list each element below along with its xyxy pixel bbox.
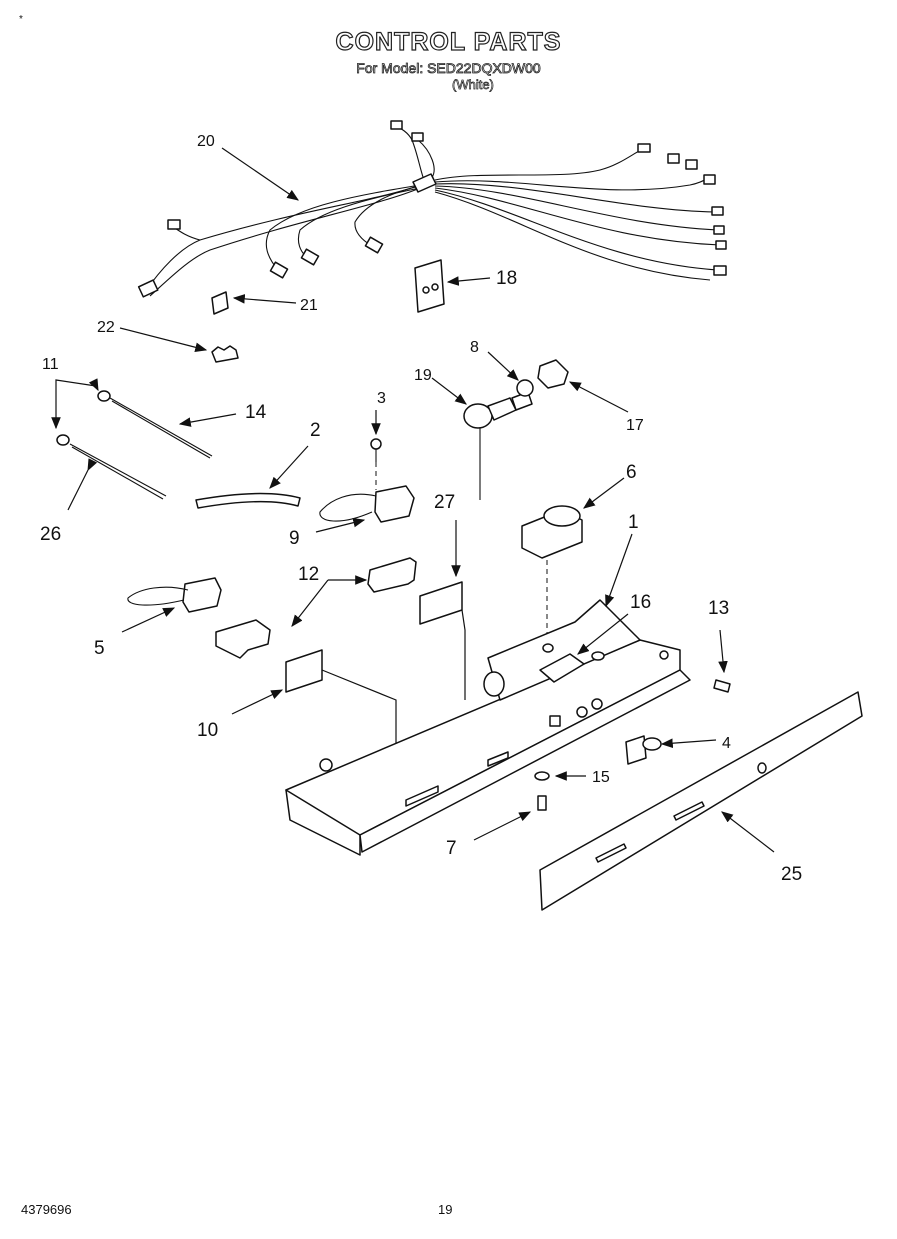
document-number: 4379696 <box>21 1202 72 1217</box>
callout-7: 7 <box>446 838 457 859</box>
callout-12: 12 <box>298 564 319 585</box>
callout-8: 8 <box>470 339 479 356</box>
page-number: 19 <box>438 1202 453 1217</box>
label-27 <box>419 581 463 625</box>
callout-20: 20 <box>197 133 215 150</box>
callout-5: 5 <box>94 638 105 659</box>
door-switch <box>127 577 222 613</box>
callout-25: 25 <box>781 864 802 885</box>
temperature-control <box>521 505 583 640</box>
trim-strip <box>539 691 863 911</box>
page-title: CONTROL PARTS <box>335 27 562 56</box>
callout-17: 17 <box>626 417 644 434</box>
callout-27: 27 <box>434 492 455 513</box>
wire-clip <box>211 291 229 315</box>
connector-block <box>211 345 239 363</box>
callout-2: 2 <box>310 420 321 441</box>
control-housing <box>285 599 691 856</box>
cover-plate <box>414 259 445 313</box>
callout-3: 3 <box>377 390 386 407</box>
callout-11: 11 <box>42 356 59 373</box>
screw-7 <box>537 795 547 811</box>
callout-19: 19 <box>414 367 432 384</box>
callout-4: 4 <box>722 735 731 752</box>
flexible-tube <box>195 492 301 509</box>
color-variant: (White) <box>452 77 495 93</box>
callout-14: 14 <box>245 402 267 423</box>
switch-assembly <box>319 438 415 523</box>
washer-15 <box>534 771 550 781</box>
callout-9: 9 <box>289 528 300 549</box>
light-socket-assembly <box>463 359 569 500</box>
callout-16: 16 <box>630 592 651 613</box>
label-10 <box>285 649 323 693</box>
callout-1: 1 <box>628 512 639 533</box>
callout-15: 15 <box>592 769 610 786</box>
screw-13 <box>713 679 731 693</box>
callout-6: 6 <box>626 462 637 483</box>
corner-mark: * <box>19 14 23 25</box>
callout-21: 21 <box>300 297 318 314</box>
mounting-brackets <box>215 557 417 659</box>
callout-26: 26 <box>40 524 61 545</box>
control-knob <box>625 735 662 765</box>
callout-10: 10 <box>197 720 218 741</box>
callout-18: 18 <box>496 268 517 289</box>
model-line: For Model: SED22DQXDW00 <box>356 60 541 77</box>
callout-13: 13 <box>708 598 729 619</box>
wire-harness <box>137 120 727 298</box>
capillary-tubes <box>56 390 213 500</box>
callout-22: 22 <box>97 319 115 336</box>
